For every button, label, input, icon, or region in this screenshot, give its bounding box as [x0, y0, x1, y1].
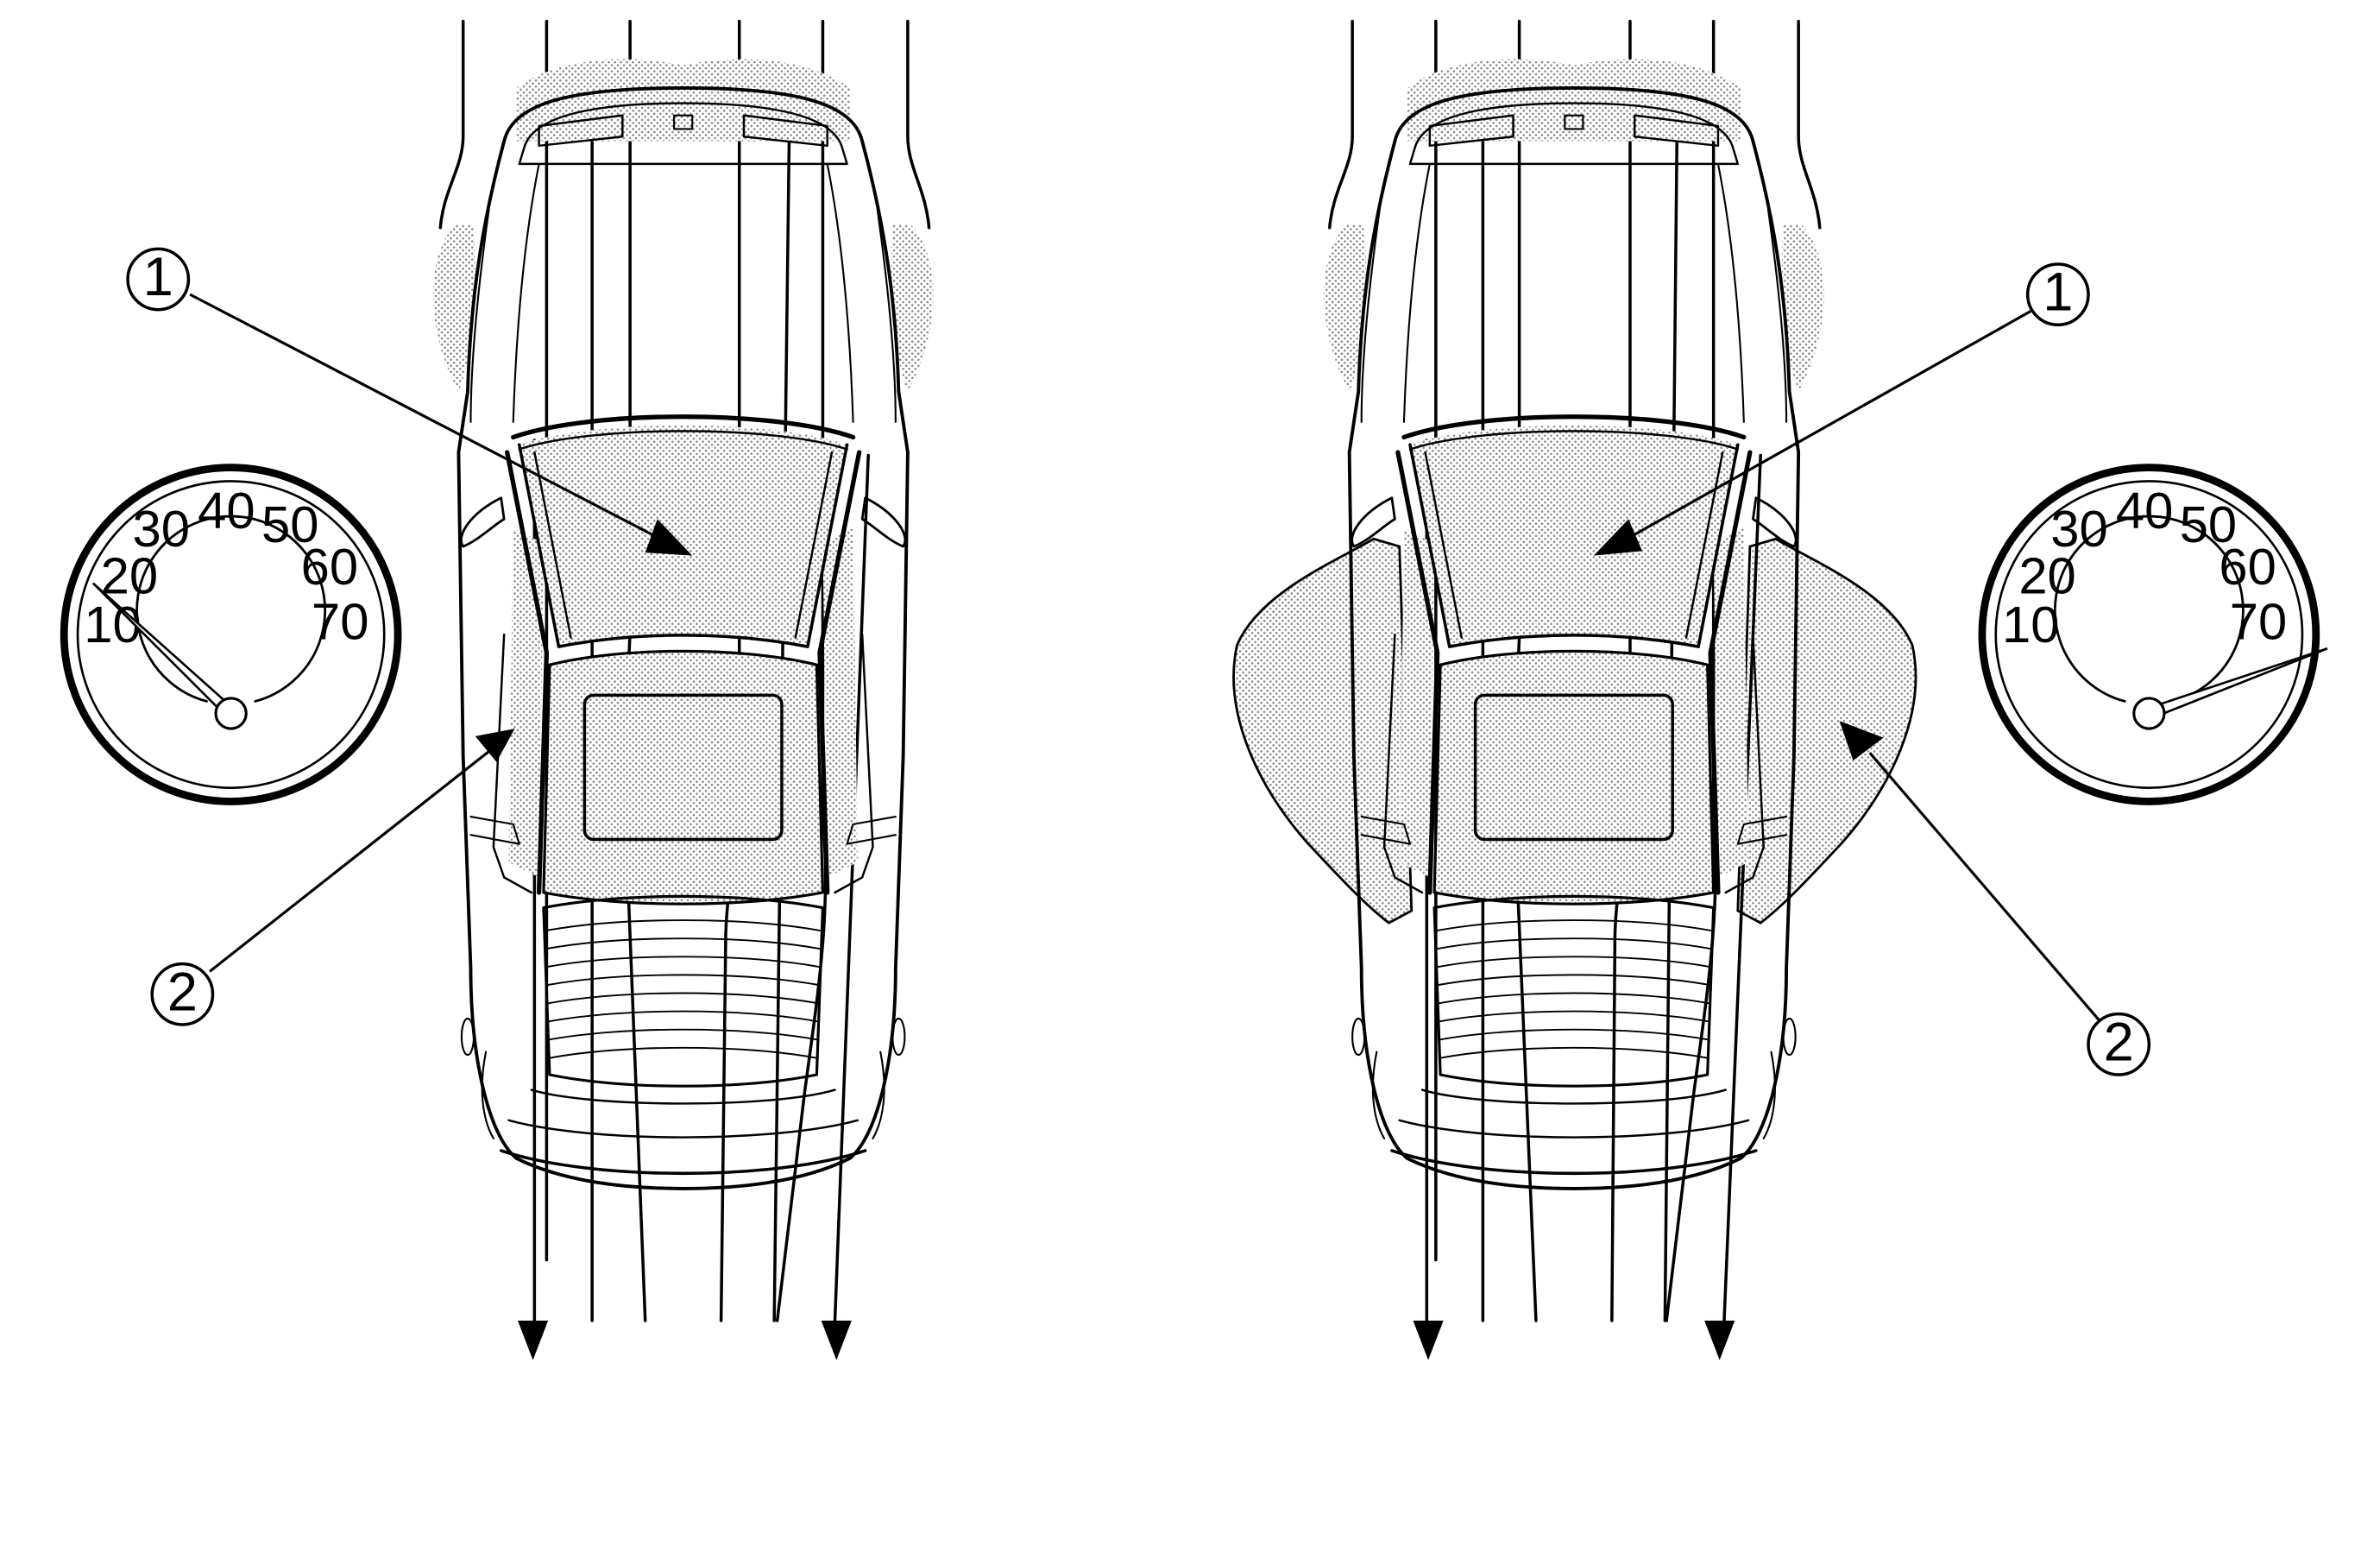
- leader-lines: [189, 293, 693, 973]
- speedometer-gauge: 10 20 30 40 50 60 70: [64, 468, 398, 802]
- open-door-airflow-zones: [1232, 537, 1917, 924]
- gauge-label-10: 10: [84, 596, 141, 653]
- callout-2-arrowhead: [475, 729, 515, 762]
- gauge-label-30: 30: [2050, 500, 2107, 558]
- gauge-needle-hub: [2132, 697, 2166, 730]
- gauge-needle-hub: [214, 697, 248, 730]
- callout-1-label: 1: [143, 247, 173, 307]
- callout-1-arrowhead: [1593, 519, 1643, 556]
- gauge-label-20: 20: [101, 547, 158, 605]
- callout-1-arrowhead: [645, 519, 693, 556]
- gauge-label-10: 10: [2002, 596, 2059, 653]
- gauge-label-40: 40: [2116, 482, 2173, 540]
- callout-2-label: 2: [167, 962, 198, 1022]
- flow-arrowheads: [517, 1320, 852, 1360]
- callout-2-arrowhead: [1839, 721, 1884, 761]
- gauge-label-70: 70: [312, 592, 368, 650]
- gauge-label-60: 60: [2219, 538, 2276, 596]
- gauge-label-70: 70: [2230, 592, 2287, 650]
- speedometer-gauge: 10 20 30 40 50 60 70: [1982, 468, 2328, 802]
- callout-2: 2: [150, 962, 215, 1026]
- gauge-label-40: 40: [198, 482, 255, 540]
- car-top-view: [433, 60, 933, 1189]
- gauge-label-50: 50: [261, 495, 318, 553]
- callout-1: 1: [126, 247, 191, 312]
- gauge-label-60: 60: [301, 538, 358, 596]
- callout-2: 2: [2087, 1012, 2151, 1076]
- panel-low-speed: 1 2 10 20 30 40 50 60 70: [64, 19, 933, 1360]
- gauge-label-20: 20: [2018, 547, 2075, 605]
- gauge-label-50: 50: [2180, 495, 2237, 553]
- gauge-label-30: 30: [133, 500, 190, 558]
- callout-1-label: 1: [2043, 262, 2073, 323]
- flow-arrowheads: [1413, 1320, 1735, 1360]
- callout-1: 1: [2025, 262, 2090, 327]
- panel-high-speed: 1 2 10 20 30 40 50 60 70: [1232, 19, 2328, 1360]
- callout-2-label: 2: [2104, 1012, 2134, 1072]
- leader-lines: [1593, 310, 2100, 1021]
